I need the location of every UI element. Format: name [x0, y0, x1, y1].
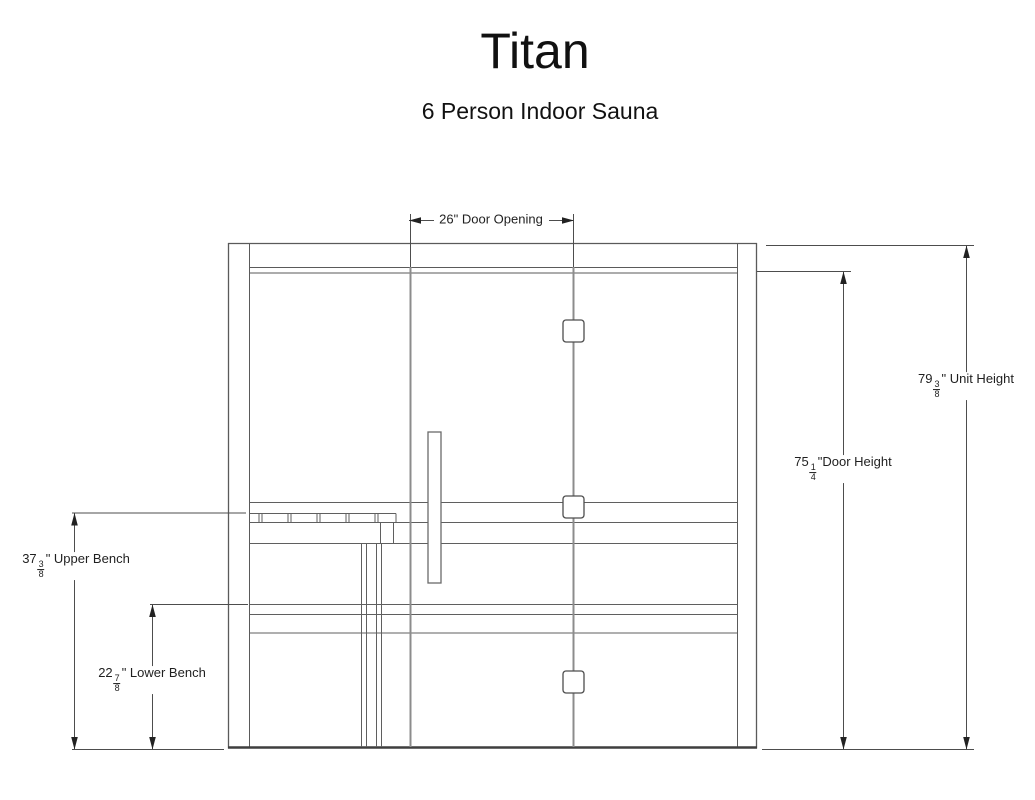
page-subtitle: 6 Person Indoor Sauna: [421, 98, 659, 124]
door-height-suffix: "Door Height: [817, 454, 892, 470]
page-title: Titan: [480, 23, 590, 79]
sauna-frame: [227, 242, 758, 749]
dim-door-opening: [409, 217, 574, 224]
unit-height-whole: 79: [917, 371, 933, 387]
dim-arrow-up: [840, 271, 847, 284]
dim-arrow-up: [963, 245, 970, 258]
upper-bench-suffix: " Upper Bench: [45, 551, 130, 567]
door-hinge-bottom: [562, 670, 585, 694]
door-hinge-top: [562, 319, 585, 343]
dim-arrow-down: [71, 737, 78, 750]
lower-bench: [249, 604, 738, 634]
dim-arrow-right: [562, 217, 574, 224]
dim-upper-bench: [71, 512, 246, 750]
dim-unit-height: [762, 245, 974, 750]
door-opening-label: 26" Door Opening: [436, 212, 546, 228]
dim-door-height: [757, 271, 851, 750]
dim-arrow-up: [149, 604, 156, 617]
upper-bench: [249, 502, 738, 747]
lower-bench-whole: 22: [98, 665, 113, 681]
unit-height-suffix: " Unit Height: [941, 371, 1015, 387]
dim-arrow-down: [149, 737, 156, 750]
dim-arrow-down: [840, 737, 847, 750]
dim-arrow-down: [963, 737, 970, 750]
lower-bench-suffix: " Lower Bench: [121, 665, 206, 681]
upper-bench-slat-gaps: [258, 513, 397, 523]
dim-arrow-up: [71, 513, 78, 526]
bench-leg: [361, 543, 382, 747]
door: [409, 214, 585, 747]
upper-bench-whole: 37: [22, 551, 37, 567]
upper-bench-end-cap: [380, 522, 394, 544]
dim-arrow-left: [409, 217, 421, 224]
door-hinge-middle: [562, 495, 585, 519]
door-height-whole: 75: [794, 454, 809, 470]
door-handle: [427, 431, 442, 584]
